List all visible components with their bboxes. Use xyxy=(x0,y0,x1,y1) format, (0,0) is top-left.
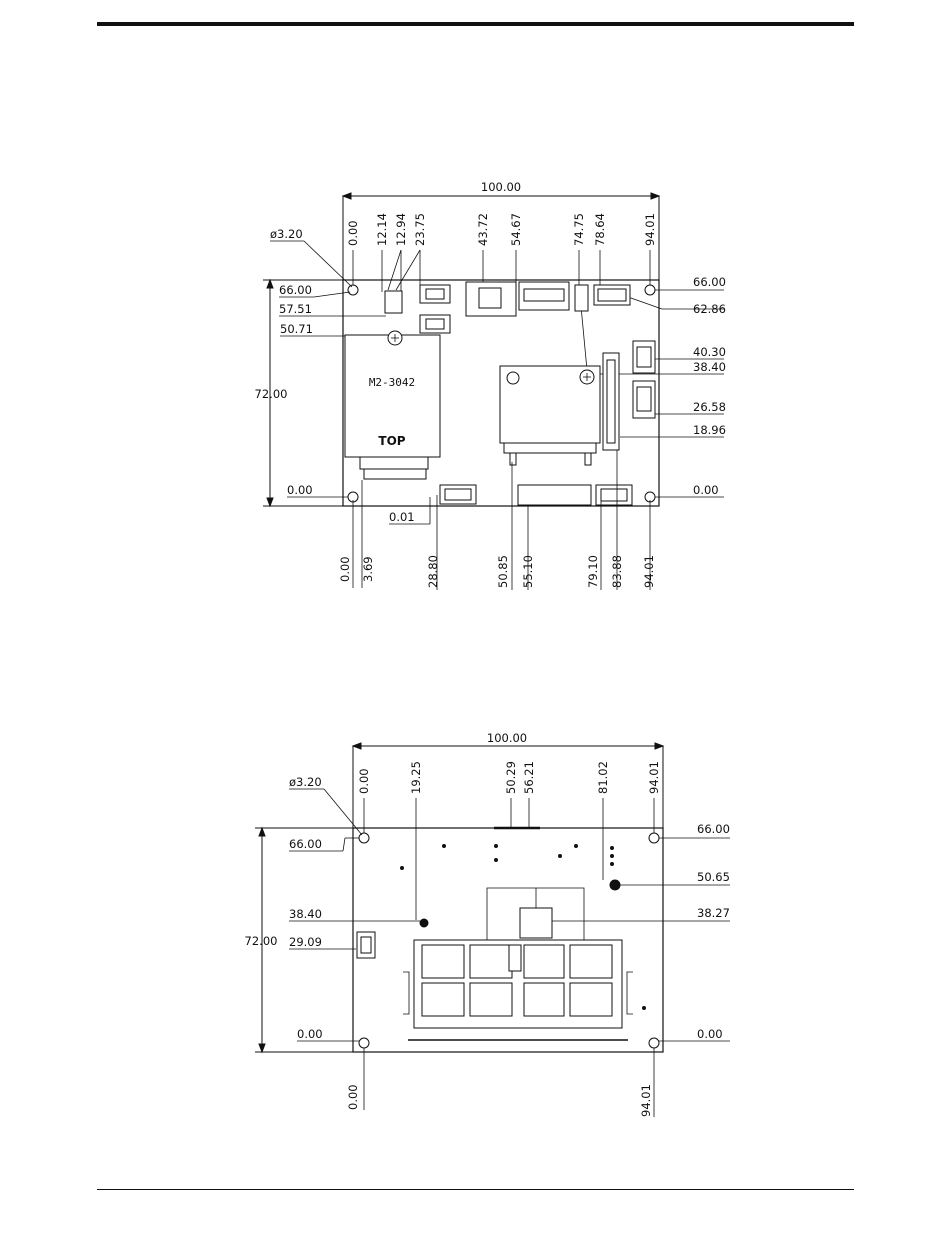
svg-text:12.94: 12.94 xyxy=(394,213,408,246)
bottom-hole-dim: ø3.20 xyxy=(289,775,322,789)
top-right-y-2: 40.30 xyxy=(693,345,726,359)
top-left-y-2: 50.71 xyxy=(280,322,313,336)
top-view-bottom-labels: 0.00 3.69 28.80 50.85 55.10 79.10 83.88 … xyxy=(338,555,656,588)
top-hole-tl xyxy=(347,284,359,296)
svg-text:50.29: 50.29 xyxy=(504,761,518,794)
top-view-top-labels: 0.00 12.14 12.94 23.75 43.72 54.67 74.75… xyxy=(346,213,657,246)
bottom-hole-bl xyxy=(358,1037,370,1049)
top-height-dim: 72.00 xyxy=(255,387,288,401)
svg-text:0.00: 0.00 xyxy=(357,768,371,794)
top-right-y-3: 38.40 xyxy=(693,360,726,374)
bottom-view-top-labels: 0.00 19.25 50.29 56.21 81.02 94.01 xyxy=(357,761,661,794)
bottom-left-y-2: 29.09 xyxy=(289,935,322,949)
bottom-standoff-1 xyxy=(609,879,621,891)
bottom-right-y-2: 38.27 xyxy=(697,906,730,920)
svg-text:81.02: 81.02 xyxy=(596,761,610,794)
svg-text:56.21: 56.21 xyxy=(522,761,536,794)
svg-text:74.75: 74.75 xyxy=(572,213,586,246)
svg-text:12.14: 12.14 xyxy=(375,213,389,246)
bottom-width-dim: 100.00 xyxy=(487,731,527,745)
svg-text:0.00: 0.00 xyxy=(338,556,352,582)
top-view: 100.00 72.00 ø3.20 0.00 12.14 12.94 23.7… xyxy=(255,180,726,590)
svg-text:54.67: 54.67 xyxy=(509,213,523,246)
top-hole-tr xyxy=(644,284,656,296)
bottom-right-y-0: 66.00 xyxy=(697,822,730,836)
bottom-standoff-2 xyxy=(419,918,429,928)
bottom-chip xyxy=(519,907,553,939)
svg-text:79.10: 79.10 xyxy=(586,555,600,588)
top-left-y-0: 66.00 xyxy=(279,283,312,297)
header-rule xyxy=(97,22,854,26)
top-width-dim: 100.00 xyxy=(481,180,521,194)
top-right-y-0: 66.00 xyxy=(693,275,726,289)
bottom-hole-tr xyxy=(648,832,660,844)
top-header-connector xyxy=(384,290,403,314)
svg-text:23.75: 23.75 xyxy=(413,213,427,246)
bottom-bottom-x-0: 0.00 xyxy=(346,1084,360,1110)
bottom-left-y-0: 66.00 xyxy=(289,837,322,851)
svg-text:94.01: 94.01 xyxy=(643,213,657,246)
svg-text:43.72: 43.72 xyxy=(476,213,490,246)
svg-text:3.69: 3.69 xyxy=(361,556,375,582)
top-top-label: TOP xyxy=(378,434,405,448)
bottom-left-y-1: 38.40 xyxy=(289,907,322,921)
bottom-bottom-x-1: 94.01 xyxy=(639,1084,653,1117)
top-left-y-1: 57.51 xyxy=(279,302,312,316)
top-right-y-4: 26.58 xyxy=(693,400,726,414)
svg-text:50.85: 50.85 xyxy=(496,555,510,588)
top-bottom-header xyxy=(517,484,592,506)
svg-text:94.01: 94.01 xyxy=(642,555,656,588)
svg-text:0.00: 0.00 xyxy=(346,220,360,246)
top-left-y-3: 0.00 xyxy=(287,483,313,497)
bottom-hole-tl xyxy=(358,832,370,844)
top-right-y-6: 0.00 xyxy=(693,483,719,497)
top-right-y-5: 18.96 xyxy=(693,423,726,437)
top-m2-label: M2-3042 xyxy=(369,376,415,389)
bottom-right-y-3: 0.00 xyxy=(697,1027,723,1041)
footer-rule xyxy=(97,1189,854,1190)
svg-text:28.80: 28.80 xyxy=(426,555,440,588)
top-inner-dim: 0.01 xyxy=(389,510,415,524)
top-hole-dim: ø3.20 xyxy=(270,227,303,241)
bottom-left-y-3: 0.00 xyxy=(297,1027,323,1041)
svg-text:19.25: 19.25 xyxy=(409,761,423,794)
bottom-view: 100.00 72.00 ø3.20 0.00 19.25 50.29 56.2… xyxy=(245,731,730,1117)
bottom-height-dim: 72.00 xyxy=(245,934,278,948)
svg-text:78.64: 78.64 xyxy=(593,213,607,246)
svg-text:94.01: 94.01 xyxy=(647,761,661,794)
bottom-right-y-1: 50.65 xyxy=(697,870,730,884)
bottom-hole-br xyxy=(648,1037,660,1049)
